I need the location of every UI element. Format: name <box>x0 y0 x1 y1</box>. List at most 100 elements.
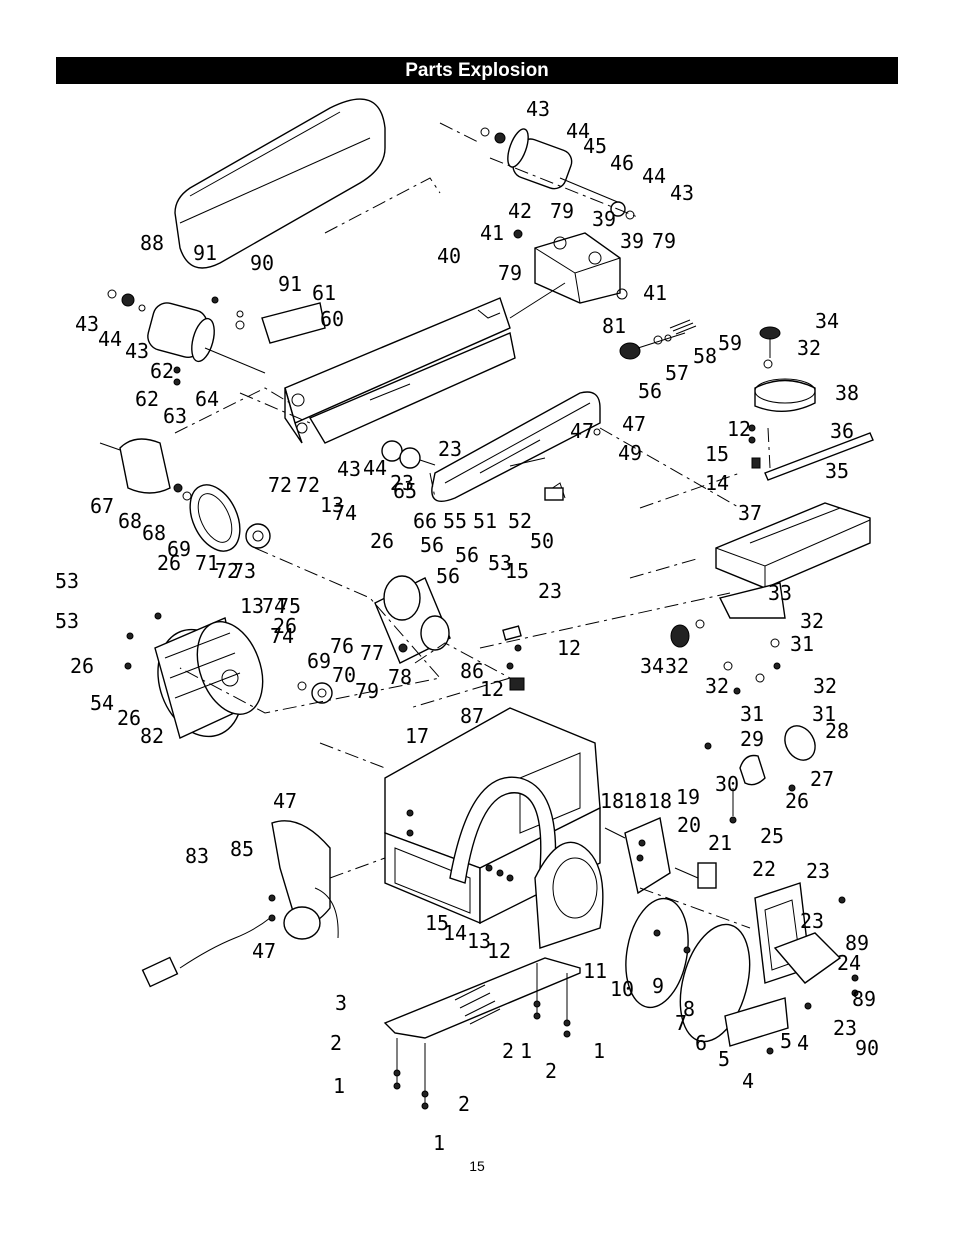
part-label: 46 <box>610 151 634 175</box>
part-label: 23 <box>538 579 562 603</box>
part-label: 18 <box>623 789 647 813</box>
part-label: 32 <box>813 674 837 698</box>
sanding-belt <box>174 98 386 269</box>
part-label: 18 <box>648 789 672 813</box>
part-label: 21 <box>708 831 732 855</box>
part-label: 86 <box>460 659 484 683</box>
part-label: 13 <box>467 929 491 953</box>
part-label: 26 <box>157 551 181 575</box>
part-labels: 1 1 1 1 2 2 2 2 3 4 4 5 5 6 7 8 9 10 11 … <box>55 97 879 1155</box>
part-label: 75 <box>277 594 301 618</box>
part-label: 12 <box>487 939 511 963</box>
part-label: 17 <box>405 724 429 748</box>
part-label: 26 <box>117 706 141 730</box>
tracking-bracket <box>509 229 628 319</box>
part-label: 57 <box>665 361 689 385</box>
part-label: 41 <box>643 281 667 305</box>
part-label: 5 <box>718 1047 730 1071</box>
part-label: 6 <box>695 1031 707 1055</box>
part-label: 68 <box>118 509 142 533</box>
sanding-disc <box>625 897 751 1043</box>
part-label: 56 <box>420 533 444 557</box>
part-label: 1 <box>593 1039 605 1063</box>
idle-drum-assembly <box>480 127 635 220</box>
part-label: 3 <box>335 991 347 1015</box>
part-label: 2 <box>545 1059 557 1083</box>
part-label: 8 <box>683 997 695 1021</box>
part-label: 44 <box>363 456 387 480</box>
part-label: 18 <box>600 789 624 813</box>
part-label: 73 <box>232 559 256 583</box>
part-label: 47 <box>273 789 297 813</box>
tilt-lock <box>704 725 816 824</box>
part-label: 38 <box>835 381 859 405</box>
part-label: 47 <box>252 939 276 963</box>
part-label: 56 <box>638 379 662 403</box>
part-label: 53 <box>55 569 79 593</box>
part-label: 23 <box>438 437 462 461</box>
part-label: 31 <box>790 632 814 656</box>
part-label: 37 <box>738 501 762 525</box>
part-label: 43 <box>75 312 99 336</box>
part-label: 62 <box>135 387 159 411</box>
part-label: 25 <box>760 824 784 848</box>
part-label: 28 <box>825 719 849 743</box>
part-label: 51 <box>473 509 497 533</box>
part-label: 23 <box>800 909 824 933</box>
part-label: 4 <box>742 1069 754 1093</box>
part-label: 83 <box>185 844 209 868</box>
part-label: 40 <box>437 244 461 268</box>
part-label: 26 <box>273 614 297 638</box>
part-label: 14 <box>443 921 467 945</box>
part-label: 68 <box>142 521 166 545</box>
part-label: 13 <box>240 594 264 618</box>
part-label: 47 <box>622 412 646 436</box>
part-label: 90 <box>250 251 274 275</box>
part-label: 7 <box>675 1011 687 1035</box>
part-label: 2 <box>502 1039 514 1063</box>
parts-explosion-diagram: 1 1 1 1 2 2 2 2 3 4 4 5 5 6 7 8 9 10 11 … <box>55 97 879 1155</box>
part-label: 63 <box>163 404 187 428</box>
part-label: 5 <box>780 1029 792 1053</box>
part-label: 69 <box>307 649 331 673</box>
part-label: 89 <box>852 987 876 1011</box>
part-label: 23 <box>390 471 414 495</box>
part-label: 74 <box>333 501 357 525</box>
part-label: 34 <box>640 654 664 678</box>
part-label: 15 <box>705 442 729 466</box>
part-label: 91 <box>193 241 217 265</box>
part-label: 59 <box>718 331 742 355</box>
part-label: 44 <box>566 119 590 143</box>
part-label: 55 <box>443 509 467 533</box>
part-label: 34 <box>815 309 839 333</box>
part-label: 56 <box>455 543 479 567</box>
part-label: 43 <box>125 339 149 363</box>
part-label: 64 <box>195 387 219 411</box>
pulley-assembly <box>99 438 436 552</box>
part-label: 43 <box>670 181 694 205</box>
part-label: 39 <box>620 229 644 253</box>
part-label: 42 <box>508 199 532 223</box>
part-label: 66 <box>413 509 437 533</box>
part-label: 87 <box>460 704 484 728</box>
disc-guard <box>449 776 604 949</box>
part-label: 91 <box>278 272 302 296</box>
part-label: 70 <box>332 663 356 687</box>
part-label: 72 <box>268 473 292 497</box>
part-label: 88 <box>140 231 164 255</box>
belt-frame <box>284 297 516 444</box>
part-label: 44 <box>642 164 666 188</box>
part-label: 77 <box>360 641 384 665</box>
part-label: 50 <box>530 529 554 553</box>
part-label: 67 <box>90 494 114 518</box>
part-label: 79 <box>355 679 379 703</box>
part-label: 78 <box>388 665 412 689</box>
part-label: 72 <box>296 473 320 497</box>
part-label: 1 <box>433 1131 445 1155</box>
part-label: 31 <box>740 702 764 726</box>
assembly-lines <box>174 122 771 929</box>
part-label: 23 <box>833 1016 857 1040</box>
page-number: 15 <box>469 1158 485 1174</box>
page-title: Parts Explosion <box>56 57 898 84</box>
tension-knob <box>619 319 697 360</box>
